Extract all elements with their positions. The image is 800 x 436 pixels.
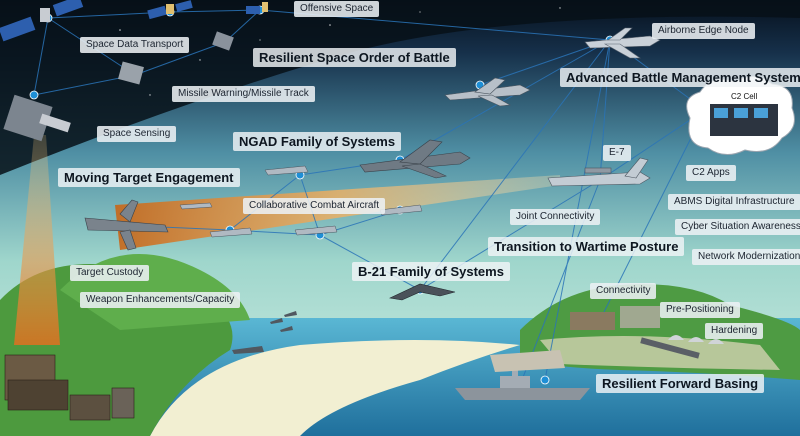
satellite-icon bbox=[0, 0, 84, 42]
small-aircraft-group bbox=[232, 311, 297, 354]
label-hardening: Hardening bbox=[705, 323, 764, 339]
satellite-icon bbox=[246, 2, 268, 14]
beach bbox=[150, 340, 520, 436]
right-island-front bbox=[540, 336, 780, 370]
heading-b21: B-21 Family of Systems bbox=[352, 262, 510, 281]
heading-space-order: Resilient Space Order of Battle bbox=[253, 48, 456, 67]
heading-abms: Advanced Battle Management System bbox=[560, 68, 800, 87]
label-cca: Collaborative Combat Aircraft bbox=[243, 198, 386, 214]
label-space-data-transport: Space Data Transport bbox=[80, 37, 190, 53]
heading-moving-target: Moving Target Engagement bbox=[58, 168, 240, 187]
label-joint-connectivity: Joint Connectivity bbox=[510, 209, 601, 225]
label-network: Network Modernization bbox=[692, 249, 800, 265]
airborne-edge-node-aircraft bbox=[584, 27, 661, 59]
label-c2-apps: C2 Apps bbox=[686, 165, 736, 181]
ngad-aircraft bbox=[359, 139, 471, 179]
base-structures bbox=[570, 306, 724, 359]
label-weapon-enhancements: Weapon Enhancements/Capacity bbox=[80, 292, 241, 308]
naval-ship bbox=[455, 366, 590, 400]
label-missile-warning: Missile Warning/Missile Track bbox=[172, 86, 315, 102]
heading-wartime: Transition to Wartime Posture bbox=[488, 237, 685, 256]
space-arc bbox=[0, 0, 800, 175]
label-offensive-space: Offensive Space bbox=[294, 1, 380, 17]
label-space-sensing: Space Sensing bbox=[97, 126, 177, 142]
cca-aircraft bbox=[179, 165, 423, 238]
space-sensing-beam bbox=[14, 135, 60, 345]
label-e7: E-7 bbox=[603, 145, 631, 161]
label-abms-digital: ABMS Digital Infrastructure bbox=[668, 194, 800, 210]
c2-cell-cloud bbox=[686, 76, 795, 155]
label-pre-positioning: Pre-Positioning bbox=[660, 302, 740, 318]
heading-forward-basing: Resilient Forward Basing bbox=[596, 374, 765, 393]
satellite-icon bbox=[118, 61, 144, 85]
fighter-aircraft bbox=[444, 77, 531, 107]
e7-aircraft bbox=[547, 157, 651, 187]
label-cyber: Cyber Situation Awareness bbox=[675, 219, 800, 235]
satellite-icon bbox=[3, 94, 71, 142]
satellite-icon bbox=[212, 31, 234, 51]
b21-bomber bbox=[388, 283, 456, 301]
label-c2-cell: C2 Cell bbox=[731, 92, 758, 101]
heading-ngad: NGAD Family of Systems bbox=[233, 132, 402, 151]
label-target-custody: Target Custody bbox=[70, 265, 150, 281]
ground-vehicles bbox=[4, 354, 135, 421]
label-connectivity: Connectivity bbox=[590, 283, 657, 299]
pier bbox=[490, 350, 565, 372]
drone-aircraft bbox=[84, 199, 169, 251]
label-airborne-edge-node: Airborne Edge Node bbox=[652, 23, 755, 39]
